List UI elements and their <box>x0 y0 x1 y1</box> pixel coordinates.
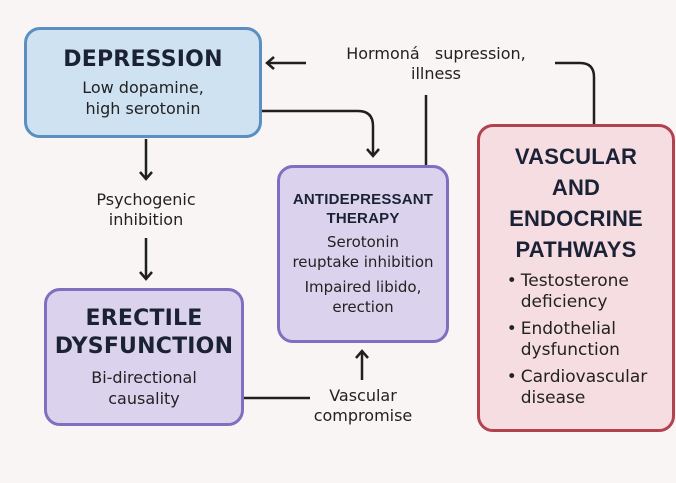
arrow-depression-to-antidepressant <box>262 109 380 158</box>
bullet-line: Cardiovascular <box>520 367 648 387</box>
bullet-icon: • <box>506 271 517 291</box>
vasc-bullet-item: • Testosterone deficiency <box>505 271 647 313</box>
edge-label-psychogenic: Psychogenic inhibition <box>76 190 216 230</box>
node-antidepressant-therapy: ANTIDEPRESSANT THERAPY Serotonin reuptak… <box>277 165 449 343</box>
depression-title: DEPRESSION <box>63 46 223 72</box>
vasc-title-3: ENDOCRINE <box>509 206 643 231</box>
psychogenic-line-1: Psychogenic <box>96 190 196 209</box>
depression-line-2: high serotonin <box>85 98 201 118</box>
bullet-line: Endothelial <box>520 319 616 339</box>
node-depression: DEPRESSION Low dopamine, high serotonin <box>24 27 262 138</box>
ed-line-2: causality <box>108 389 180 408</box>
vascular-line-2: compromise <box>313 406 413 425</box>
bullet-line: Testosterone <box>520 271 629 291</box>
vasc-bullet-item: • Endothelial dysfunction <box>505 319 647 361</box>
node-vascular-endocrine-pathways: VASCULAR AND ENDOCRINE PATHWAYS • Testos… <box>477 124 675 432</box>
antidepressant-line-2: reuptake inhibition <box>292 253 434 271</box>
hormonal-line-1: Hormoná supression, <box>346 44 526 63</box>
vasc-bullet-list: • Testosterone deficiency • Endothelial … <box>505 271 647 415</box>
bullet-line: deficiency <box>520 292 608 312</box>
antidepressant-line-3: Impaired libido, <box>304 278 422 296</box>
antidepressant-line-1: Serotonin <box>326 233 399 251</box>
vasc-title-2: AND <box>551 175 601 200</box>
psychogenic-line-2: inhibition <box>108 210 184 229</box>
antidepressant-title-2: THERAPY <box>326 210 400 227</box>
vascular-line-1: Vascular <box>329 386 397 405</box>
antidepressant-line-4: erection <box>332 298 394 316</box>
vasc-bullet-item: • Cardiovascular disease <box>505 367 647 409</box>
line-vascular-to-hormonal <box>555 61 596 124</box>
bullet-line: dysfunction <box>520 340 620 360</box>
vasc-title-4: PATHWAYS <box>515 237 637 262</box>
antidepressant-title-1: ANTIDEPRESSANT <box>292 191 434 208</box>
edge-label-vascular: Vascular compromise <box>300 386 426 426</box>
depression-line-1: Low dopamine, <box>82 77 204 97</box>
vasc-title-1: VASCULAR <box>514 144 638 169</box>
bullet-icon: • <box>506 367 517 387</box>
bullet-line: disease <box>520 388 586 408</box>
ed-line-1: Bi-directional <box>91 368 197 387</box>
ed-title-1: ERECTILE <box>85 306 203 331</box>
node-erectile-dysfunction: ERECTILE DYSFUNCTION Bi-directional caus… <box>44 288 244 426</box>
hormonal-line-2: illness <box>411 64 461 83</box>
ed-title-2: DYSFUNCTION <box>54 334 234 359</box>
edge-label-hormonal: Hormoná supression, illness <box>316 44 556 84</box>
bullet-icon: • <box>506 319 517 339</box>
